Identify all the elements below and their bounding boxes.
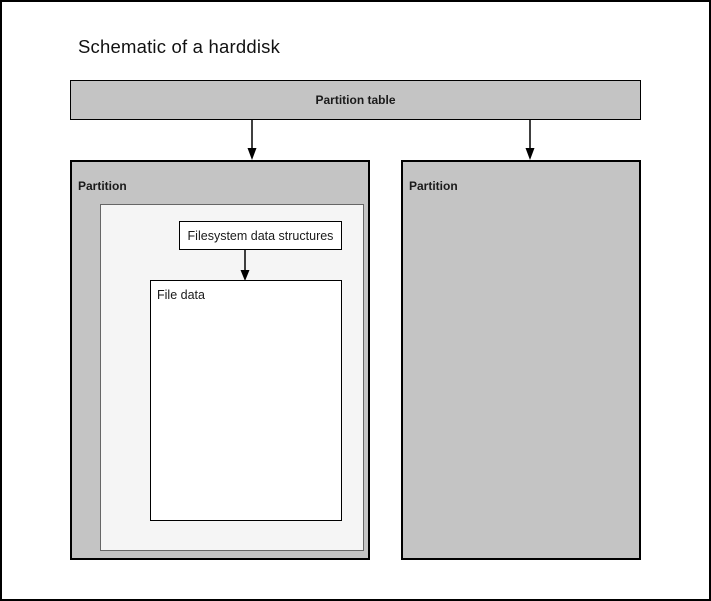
partition-table-label: Partition table — [315, 93, 396, 107]
file-data-box: File data — [150, 280, 342, 521]
filesystem-data-structures-label: Filesystem data structures — [187, 228, 334, 243]
down-arrow-to-file-data — [240, 250, 250, 281]
filesystem-data-structures-box: Filesystem data structures — [179, 221, 342, 250]
file-data-label: File data — [157, 288, 205, 302]
down-arrow-to-left-partition — [247, 120, 257, 160]
down-arrow-to-right-partition — [525, 120, 535, 160]
right-partition-box: Partition — [401, 160, 641, 560]
partition-table-box: Partition table — [70, 80, 641, 120]
right-partition-label: Partition — [409, 179, 458, 193]
left-partition-label: Partition — [78, 179, 127, 193]
diagram-title: Schematic of a harddisk — [78, 36, 281, 57]
